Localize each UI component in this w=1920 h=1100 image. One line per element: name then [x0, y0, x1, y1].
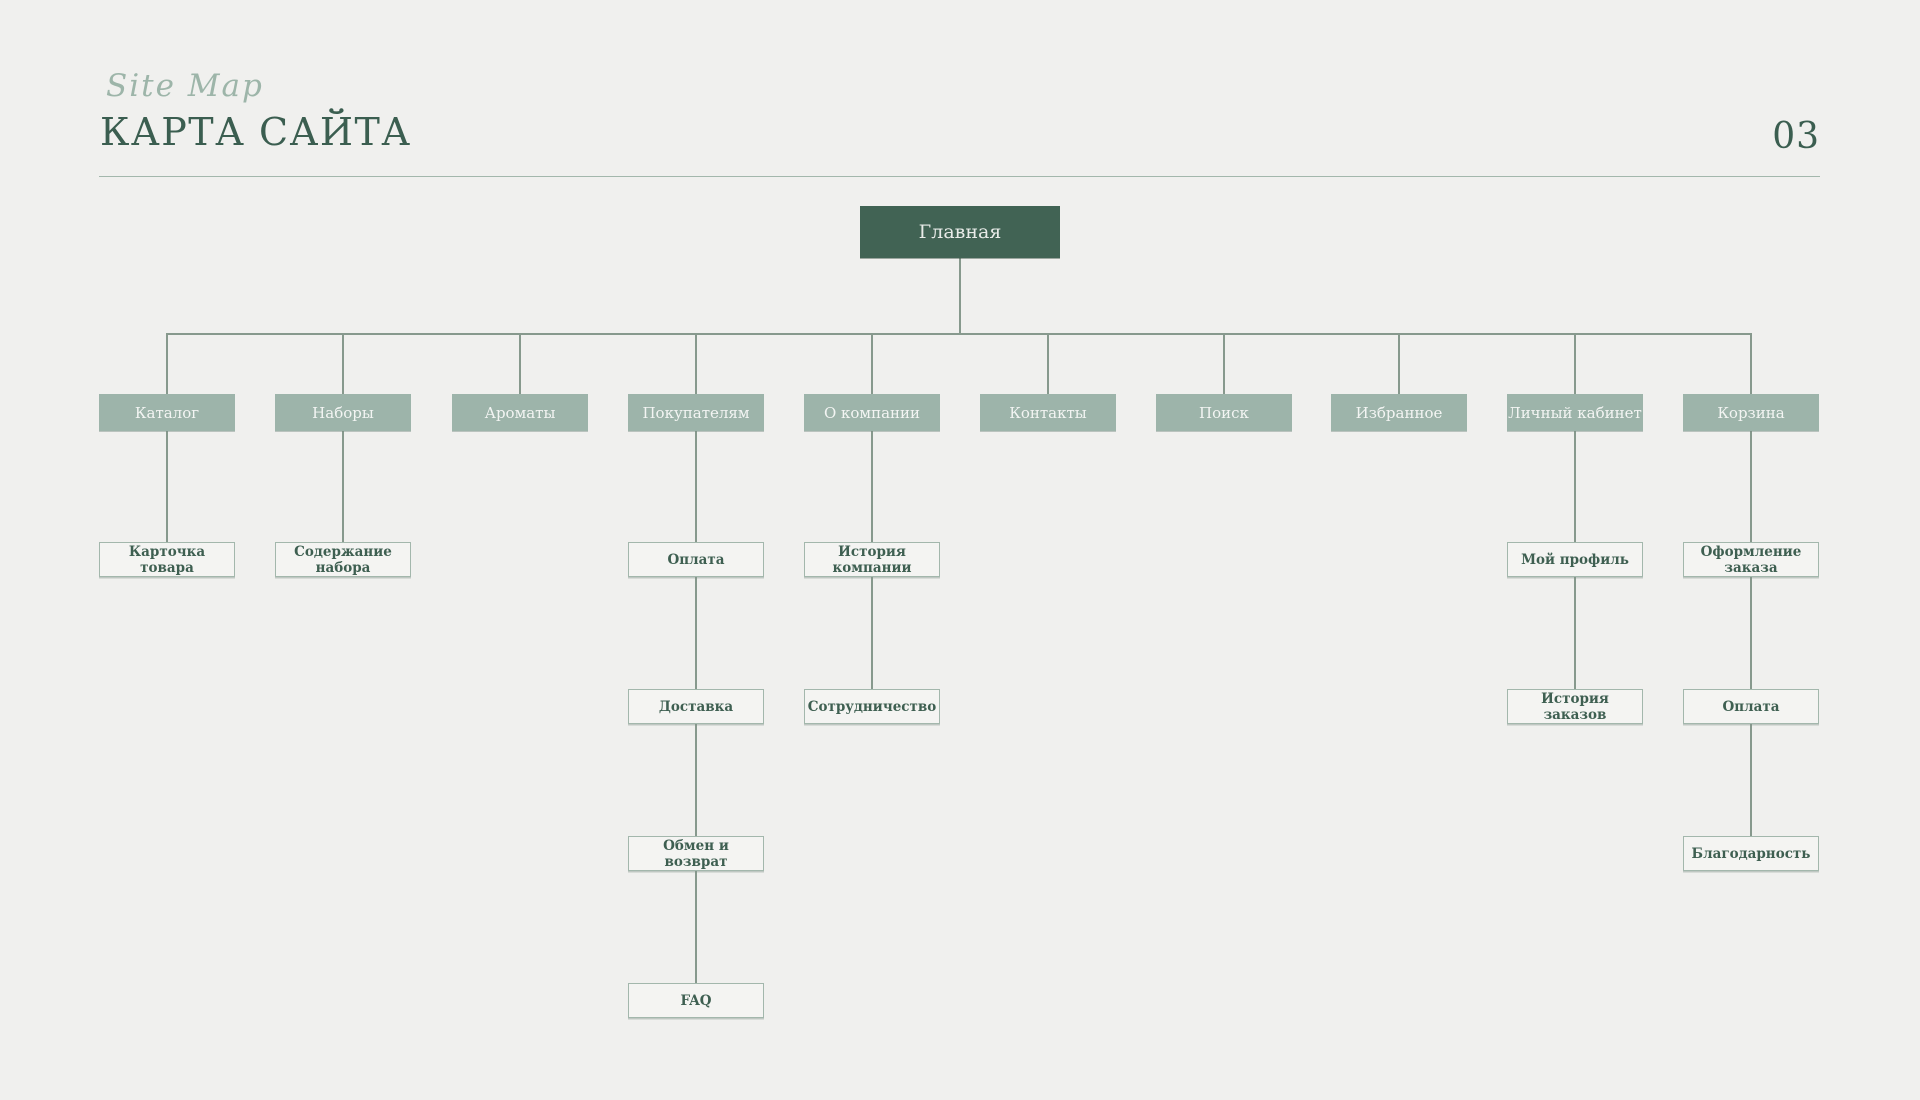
connector-root-stem — [959, 258, 961, 333]
node-thank-you: Благодарность — [1683, 836, 1819, 871]
node-aromas: Ароматы — [452, 394, 588, 431]
node-cart-payment: Оплата — [1683, 689, 1819, 724]
connector-sets-child — [342, 431, 344, 542]
connector-profile-child — [1574, 577, 1576, 689]
node-my-profile: Мой профиль — [1507, 542, 1643, 577]
connector-drop — [871, 333, 873, 394]
node-account: Личный кабинет — [1507, 394, 1643, 431]
node-faq: FAQ — [628, 983, 764, 1018]
node-sets: Наборы — [275, 394, 411, 431]
connector-cart-child — [1750, 431, 1752, 542]
connector-history-child — [871, 577, 873, 689]
connector-drop — [1574, 333, 1576, 394]
connector-catalog-child — [166, 431, 168, 542]
node-payment: Оплата — [628, 542, 764, 577]
header-divider — [99, 176, 1820, 177]
node-for-buyers: Покупателям — [628, 394, 764, 431]
node-favorites: Избранное — [1331, 394, 1467, 431]
node-checkout: Оформление заказа — [1683, 542, 1819, 577]
connector-drop — [1223, 333, 1225, 394]
node-product-card: Карточка товара — [99, 542, 235, 577]
node-set-contents: Содержание набора — [275, 542, 411, 577]
node-delivery: Доставка — [628, 689, 764, 724]
node-catalog: Каталог — [99, 394, 235, 431]
node-order-history: История заказов — [1507, 689, 1643, 724]
connector-cart-payment-child — [1750, 724, 1752, 836]
connector-drop — [166, 333, 168, 394]
connector-drop — [1750, 333, 1752, 394]
node-exchange-return: Обмен и возврат — [628, 836, 764, 871]
connector-drop — [519, 333, 521, 394]
connector-drop — [342, 333, 344, 394]
node-cooperation: Сотрудничество — [804, 689, 940, 724]
node-contacts: Контакты — [980, 394, 1116, 431]
node-company-history: История компании — [804, 542, 940, 577]
connector-delivery-child — [695, 724, 697, 836]
eyebrow-script-text: Site Map — [106, 68, 264, 104]
node-home: Главная — [860, 206, 1060, 258]
connector-main-rail — [167, 333, 1752, 335]
connector-drop — [695, 333, 697, 394]
connector-exchange-child — [695, 871, 697, 983]
node-about-company: О компании — [804, 394, 940, 431]
connector-payment-child — [695, 577, 697, 689]
connector-about-child — [871, 431, 873, 542]
connector-drop — [1398, 333, 1400, 394]
connector-drop — [1047, 333, 1049, 394]
page-title: КАРТА САЙТА — [100, 110, 412, 154]
connector-checkout-child — [1750, 577, 1752, 689]
node-search: Поиск — [1156, 394, 1292, 431]
connector-buyers-child — [695, 431, 697, 542]
connector-account-child — [1574, 431, 1576, 542]
node-cart: Корзина — [1683, 394, 1819, 431]
page-number: 03 — [1772, 116, 1820, 157]
